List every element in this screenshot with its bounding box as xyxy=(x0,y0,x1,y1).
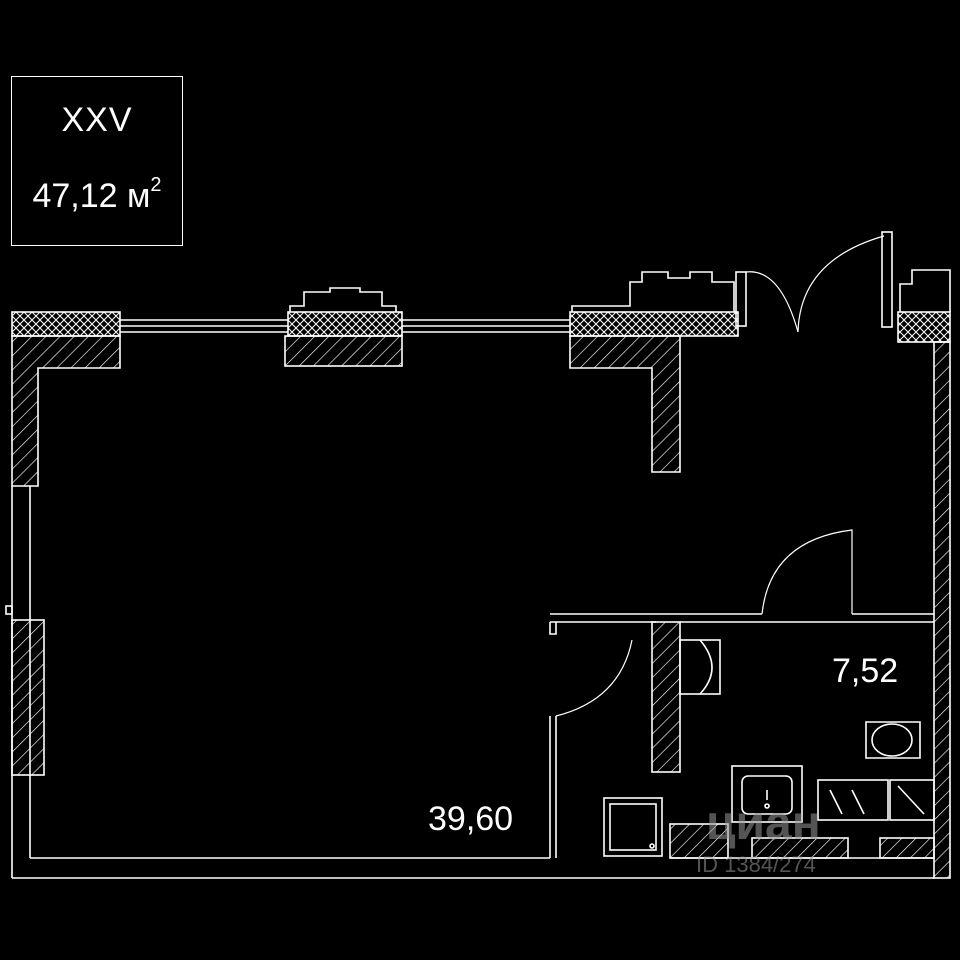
total-area-value: 47,12 м xyxy=(32,177,151,215)
shower-tray xyxy=(603,797,663,857)
sink xyxy=(731,765,803,823)
main-room-area: 39,60 xyxy=(428,800,514,838)
apartment-info-box: XXV 47,12 м2 xyxy=(11,76,183,246)
right-insulation xyxy=(569,311,739,337)
right-wall-pier xyxy=(569,335,681,473)
right-exterior-wall xyxy=(933,341,951,879)
middle-insulation xyxy=(287,311,403,337)
bathroom-area: 7,52 xyxy=(832,652,899,690)
total-area: 47,12 м2 xyxy=(12,173,182,216)
bathroom-partition-wall xyxy=(651,621,681,773)
area-unit-exponent: 2 xyxy=(150,173,162,196)
middle-wall-pier xyxy=(284,335,403,367)
top-left-wall xyxy=(11,335,121,487)
left-wall-segment xyxy=(11,619,45,776)
watermark-brand: циан xyxy=(706,797,821,850)
top-left-insulation xyxy=(11,311,121,337)
right-top-insulation xyxy=(897,311,951,343)
apartment-number: XXV xyxy=(61,101,133,139)
watermark-id: ID 1384/274 xyxy=(696,852,816,877)
